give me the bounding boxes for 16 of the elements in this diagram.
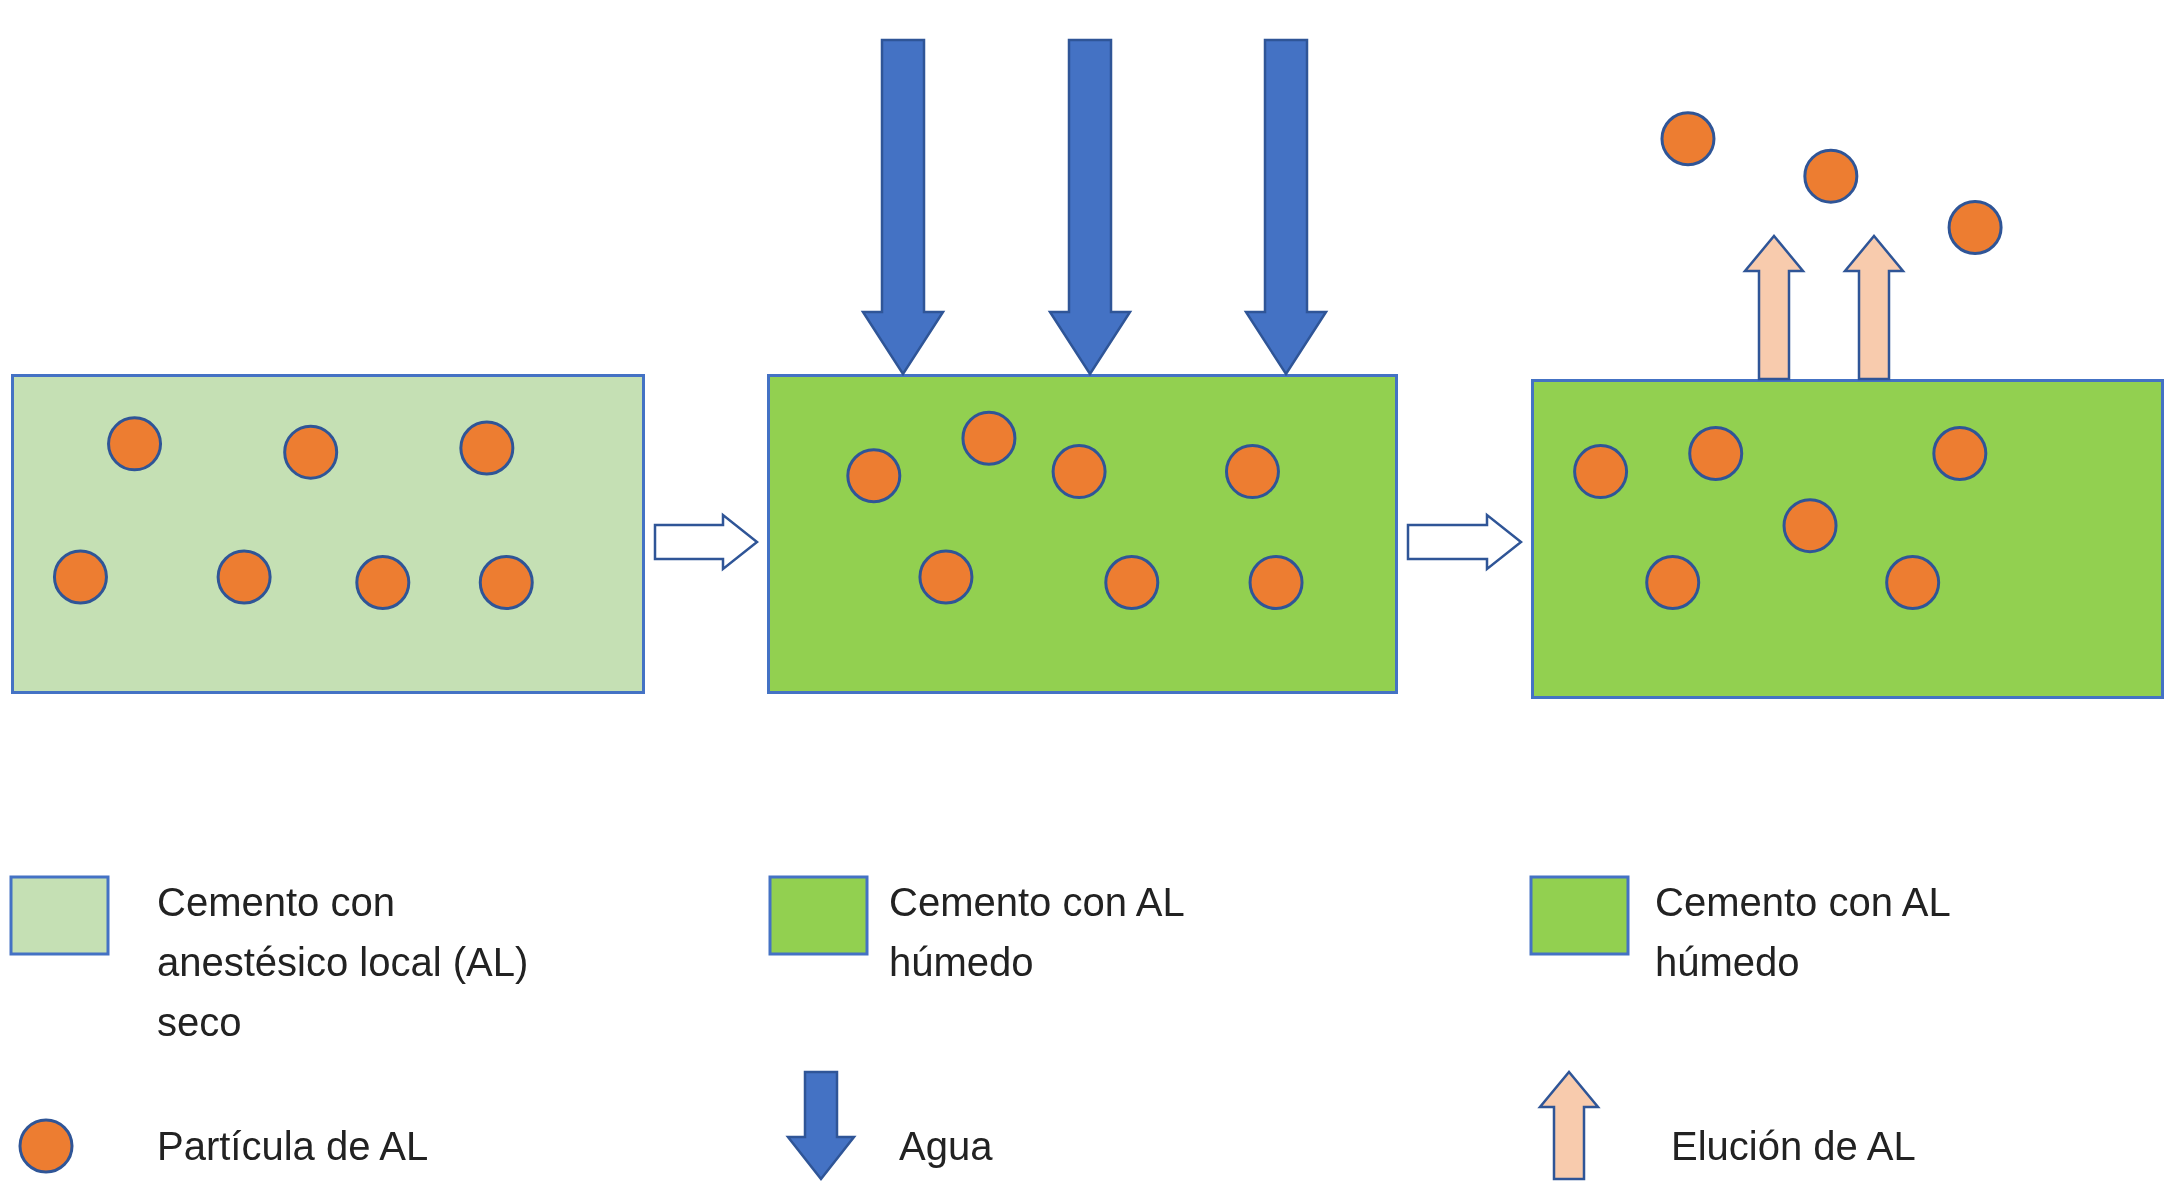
legend-label: Partícula de AL: [157, 1123, 430, 1170]
block-arrow: [1047, 38, 1133, 377]
hollow-arrow: [653, 512, 759, 572]
block-arrow: [1243, 38, 1329, 377]
cement-block: [11, 374, 645, 694]
block-arrow: [1842, 234, 1906, 381]
hollow-arrow: [1406, 512, 1523, 572]
legend-label: Elución de AL: [1671, 1123, 1917, 1170]
legend-label: Cemento con anestésico local (AL) seco: [157, 879, 530, 1046]
legend-label: Cemento con AL húmedo: [1655, 879, 1951, 986]
legend-label: Cemento con AL húmedo: [889, 879, 1185, 986]
block-arrow: [1742, 234, 1806, 381]
cement-block: [1531, 379, 2164, 699]
legend-label: Agua: [899, 1123, 994, 1170]
cement-block: [767, 374, 1398, 694]
block-arrow: [860, 38, 946, 377]
